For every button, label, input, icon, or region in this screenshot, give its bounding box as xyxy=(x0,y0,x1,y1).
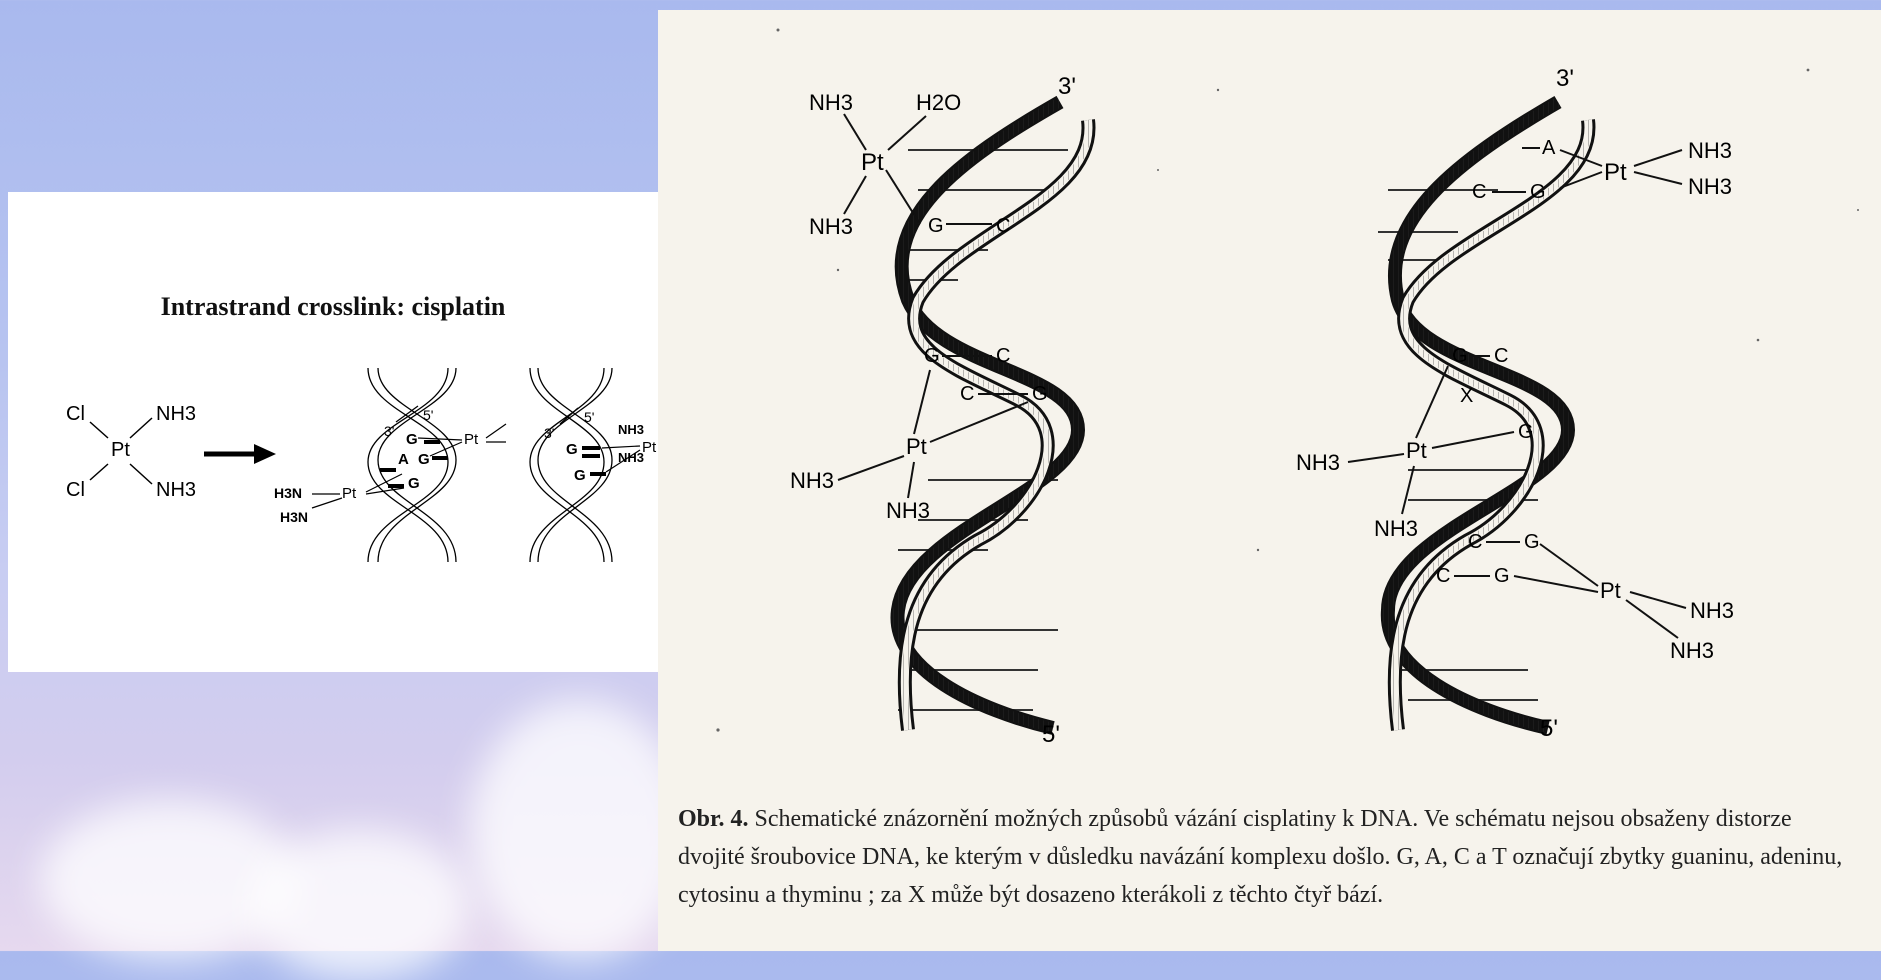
base-label: G xyxy=(566,441,578,458)
nh3-label: NH3 xyxy=(809,214,853,239)
base-label: C xyxy=(996,345,1010,367)
nh3-label: NH3 xyxy=(1374,516,1418,541)
three-prime-label: 3' xyxy=(1556,65,1574,92)
pt-label: Pt xyxy=(861,149,884,176)
nh3-label: NH3 xyxy=(1296,450,1340,475)
five-prime-label: 5' xyxy=(584,409,594,425)
amine-label: NH3 xyxy=(618,422,644,437)
five-prime-label: 5' xyxy=(423,407,433,423)
nh3-label: NH3 xyxy=(156,479,196,501)
pt-label: Pt xyxy=(1406,438,1427,463)
base-label: G xyxy=(1518,421,1534,443)
base-label: X xyxy=(1460,385,1473,407)
cisplatin-crosslink-panel: Intrastrand crosslink: cisplatin Cl Cl P… xyxy=(8,192,658,672)
figure-caption: Obr. 4. Schematické znázornění možných z… xyxy=(678,800,1858,914)
base-label: G xyxy=(1032,383,1048,405)
nh3-label: NH3 xyxy=(1688,138,1732,163)
scan-specks xyxy=(716,29,1859,732)
caption-lead: Obr. 4. xyxy=(678,806,748,832)
base-label: G xyxy=(408,475,420,492)
amine-label: NH3 xyxy=(618,450,644,465)
base-label: G xyxy=(406,431,418,448)
nh3-label: NH3 xyxy=(1670,638,1714,663)
pt-label: Pt xyxy=(1600,578,1621,603)
amine-label: H3N xyxy=(274,485,302,501)
base-label: C xyxy=(1436,565,1450,587)
three-prime-label: 3' xyxy=(384,423,394,439)
nh3-label: NH3 xyxy=(809,90,853,115)
base-label: G xyxy=(1530,181,1546,203)
base-label: C xyxy=(1472,181,1486,203)
pt-label: Pt xyxy=(464,431,479,448)
h2o-label: H2O xyxy=(916,90,961,115)
base-label: G xyxy=(418,451,430,468)
nh3-label: NH3 xyxy=(886,498,930,523)
nh3-label: NH3 xyxy=(790,468,834,493)
helix-2 xyxy=(530,368,612,562)
base-label: C xyxy=(1494,345,1508,367)
dna-binding-figure-panel: 3' 5' NH3 H2O Pt NH3 G C G C C G Pt NH3 … xyxy=(658,10,1881,951)
base-label: G xyxy=(924,345,940,367)
nh3-label: NH3 xyxy=(1690,598,1734,623)
base-label: G xyxy=(1452,345,1468,367)
cl-label: Cl xyxy=(66,403,85,425)
pt-label: Pt xyxy=(342,485,357,502)
base-label: G xyxy=(1494,565,1510,587)
base-label: C xyxy=(960,383,974,405)
base-label: G xyxy=(1524,531,1540,553)
dna-binding-diagram: 3' 5' NH3 H2O Pt NH3 G C G C C G Pt NH3 … xyxy=(658,10,1881,790)
pt-label: Pt xyxy=(906,434,927,459)
five-prime-label: 5' xyxy=(1540,715,1558,742)
caption-text: Schematické znázornění možných způsobů v… xyxy=(678,806,1842,908)
cloud-decoration xyxy=(250,830,470,980)
reaction-arrow xyxy=(204,444,276,464)
base-label: G xyxy=(928,215,944,237)
base-label: A xyxy=(398,451,409,468)
nh3-label: NH3 xyxy=(1688,174,1732,199)
pt-label: Pt xyxy=(111,439,130,461)
cl-label: Cl xyxy=(66,479,85,501)
base-label: G xyxy=(574,467,586,484)
crosslink-diagram: Cl Cl Pt NH3 NH3 5' 3' G G A G xyxy=(8,192,658,672)
cloud-decoration xyxy=(470,700,690,960)
pt-label: Pt xyxy=(1604,159,1627,186)
pt-bonds xyxy=(844,114,926,224)
three-prime-label: 3' xyxy=(1058,73,1076,100)
base-label: C xyxy=(1468,531,1482,553)
nh3-label: NH3 xyxy=(156,403,196,425)
pt-label: Pt xyxy=(642,439,657,456)
amine-label: H3N xyxy=(280,509,308,525)
five-prime-label: 5' xyxy=(1042,721,1060,748)
base-label: C xyxy=(996,215,1010,237)
base-label: A xyxy=(1542,137,1556,159)
three-prime-label: 3' xyxy=(544,425,554,441)
helix-1 xyxy=(368,368,456,562)
